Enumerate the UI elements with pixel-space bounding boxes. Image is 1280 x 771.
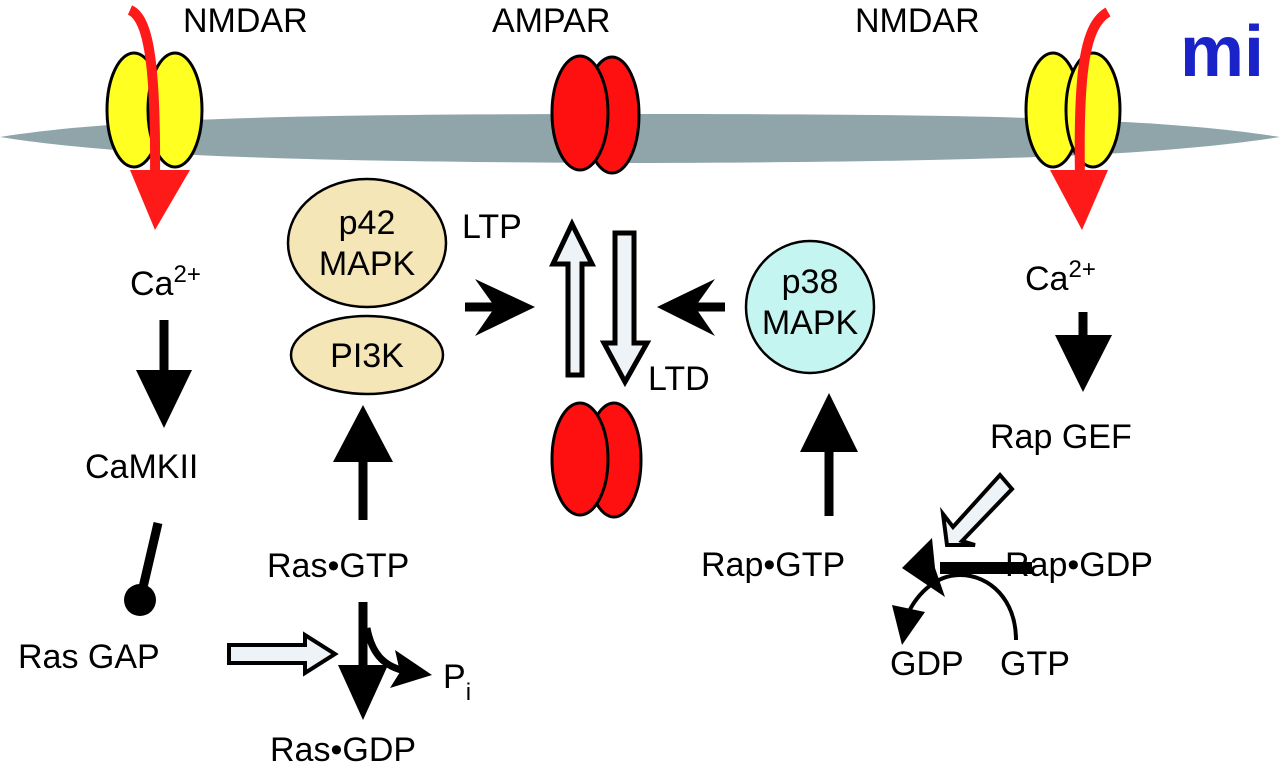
ampar-internalized xyxy=(550,401,643,519)
gdp-label: GDP xyxy=(890,645,964,683)
arrow-p42-to-ampar xyxy=(465,279,535,336)
svg-text:PI3K: PI3K xyxy=(330,337,404,375)
arrow-rasgtp-to-rasgdp xyxy=(338,602,388,720)
ampar-label: AMPAR xyxy=(492,2,610,40)
rap-gef-label: Rap GEF xyxy=(990,418,1132,456)
open-arrow-rapgef xyxy=(940,471,1015,547)
pi3k-node: PI3K xyxy=(289,314,445,396)
arrow-p38-to-ampar xyxy=(657,279,725,336)
calcium-influx-arrow-left xyxy=(127,5,190,230)
journal-logo: mi xyxy=(1180,12,1264,92)
p42-mapk-node: p42 MAPK xyxy=(286,177,448,309)
arrow-ca-to-camkii xyxy=(136,320,192,428)
ras-gap-label: Ras GAP xyxy=(18,638,160,676)
svg-text:p42: p42 xyxy=(339,204,396,242)
gtp-gdp-exchange-arc xyxy=(892,572,1018,645)
arrow-rapgtp-to-p38 xyxy=(800,393,858,516)
svg-text:MAPK: MAPK xyxy=(762,304,859,342)
camkii-label: CaMKII xyxy=(85,448,198,486)
ltp-label: LTP xyxy=(462,208,522,246)
svg-text:p38: p38 xyxy=(782,263,839,301)
arrow-pi-release xyxy=(363,627,432,688)
ampar-membrane-channel xyxy=(550,54,641,175)
membrane xyxy=(0,114,1280,163)
nmdar-right-label: NMDAR xyxy=(855,2,980,40)
arrow-ca-to-rapgef xyxy=(1055,312,1112,392)
ltp-insertion-arrow xyxy=(549,218,597,378)
calcium-influx-arrow-right xyxy=(1050,7,1111,230)
calcium-left-label: Ca2+ xyxy=(130,261,201,303)
nmdar-left-label: NMDAR xyxy=(183,2,308,40)
gtp-label: GTP xyxy=(1000,645,1070,683)
pi-label: Pi xyxy=(443,658,471,706)
calcium-right-label: Ca2+ xyxy=(1025,256,1096,298)
arrow-rasgtp-to-pi3k xyxy=(333,405,393,520)
nmdar-right-channel xyxy=(1024,51,1122,169)
nmdar-left-channel xyxy=(105,51,204,169)
ltd-removal-arrow xyxy=(599,230,652,388)
open-arrow-rasgap xyxy=(227,631,339,677)
p38-mapk-node: p38 MAPK xyxy=(744,239,876,375)
rap-gtp-label: Rap•GTP xyxy=(701,546,845,584)
inhibition-camkii-rasgap xyxy=(124,521,163,616)
ltd-label: LTD xyxy=(648,360,710,398)
ras-gdp-label: Ras•GDP xyxy=(270,731,416,769)
svg-text:MAPK: MAPK xyxy=(319,245,416,283)
ras-gtp-label: Ras•GTP xyxy=(267,547,409,585)
